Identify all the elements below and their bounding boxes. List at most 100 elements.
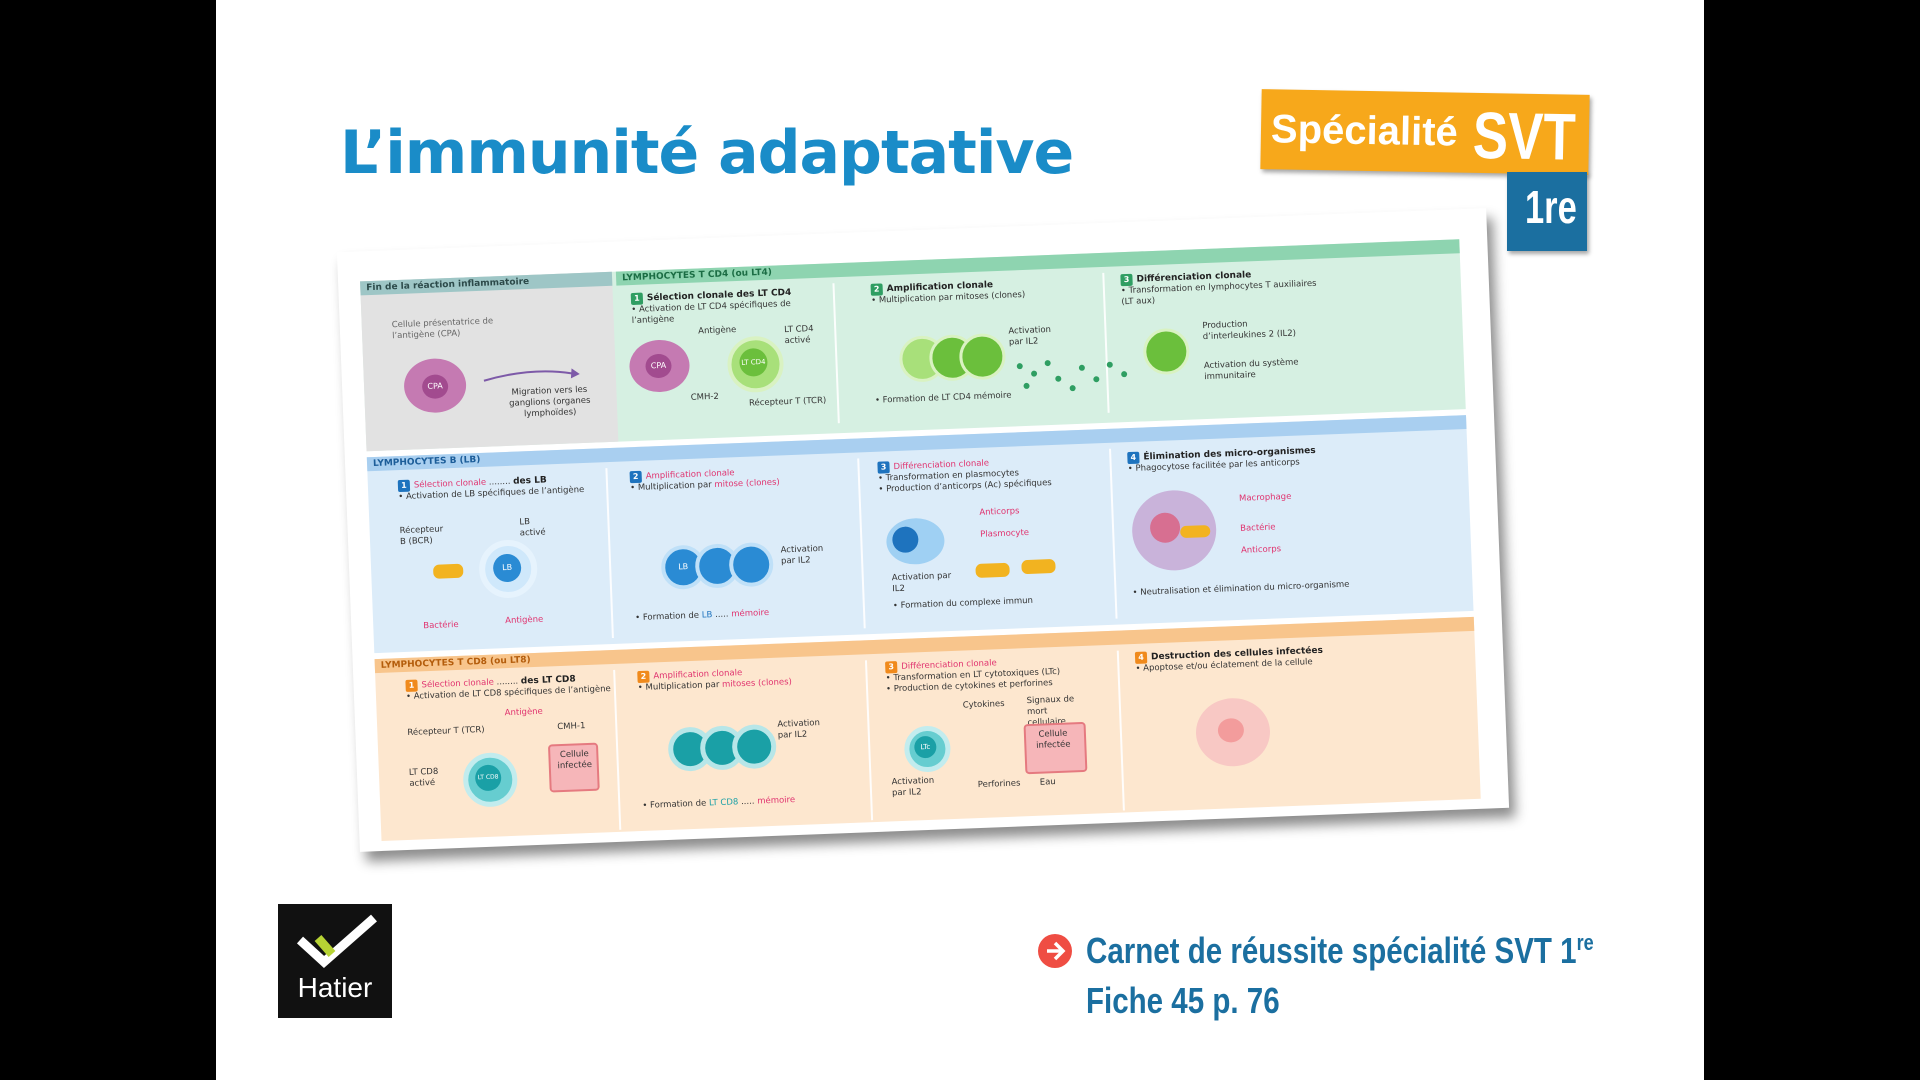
migration-arrow-icon xyxy=(483,368,580,382)
t8-step2-number: 2 xyxy=(637,670,650,684)
t8-step2-text: • Multiplication par xyxy=(637,679,720,694)
t8-activation-label: Activation par IL2 xyxy=(777,718,821,741)
lt-aux-cell xyxy=(1142,327,1191,376)
t8-memoire-lt: LT CD8 xyxy=(708,797,739,809)
ref-line1: Carnet de réussite spécialité SVT 1re xyxy=(1086,930,1594,972)
t8-tcr-label: Récepteur T (TCR) xyxy=(407,724,485,738)
poster-content: Fin de la réaction inflammatoire Cellule… xyxy=(360,239,1481,842)
panel-inflammation: Fin de la réaction inflammatoire Cellule… xyxy=(360,271,619,452)
t8-cytokines-label: Cytokines xyxy=(962,699,1005,711)
page-title: L’immunité adaptative xyxy=(340,118,1074,188)
t8-step1-suffix: des LT CD8 xyxy=(520,674,576,687)
b-step3-number: 3 xyxy=(877,461,890,474)
b4-bacterie-label: Bactérie xyxy=(1239,522,1276,534)
t8-infectee-2-label: Cellule infectée xyxy=(1035,728,1071,751)
b-anticorps-label: Anticorps xyxy=(979,506,1020,518)
b-step2-number: 2 xyxy=(629,470,642,484)
b-activation-label: Activation par IL2 xyxy=(780,543,824,567)
cpa-label: Cellule présentatrice de l’antigène (CPA… xyxy=(391,316,494,342)
ref-sup: re xyxy=(1576,930,1594,955)
checkmark-icon xyxy=(296,914,377,969)
inflammation-header: Fin de la réaction inflammatoire xyxy=(360,271,613,296)
t4-memoire-label: • Formation de LT CD4 mémoire xyxy=(874,390,1012,406)
t4-production-label: Production d’interleukines 2 (IL2) xyxy=(1202,319,1297,343)
t8-step3-number: 3 xyxy=(885,661,898,674)
hatier-logo: Hatier xyxy=(278,904,392,1018)
b-bacterie-shape xyxy=(1180,524,1211,539)
bcr-label: Récepteur B (BCR) xyxy=(399,524,444,548)
poster: Fin de la réaction inflammatoire Cellule… xyxy=(336,208,1510,852)
b-step4-number: 4 xyxy=(1127,451,1140,465)
t4-antigene-label: Antigène xyxy=(698,325,737,337)
t4-lt-active-label: LT CD4 activé xyxy=(784,324,814,347)
t8-eau-label: Eau xyxy=(1039,777,1056,788)
b-plasmocyte-label: Plasmocyte xyxy=(980,527,1030,540)
lb-active-label: LB activé xyxy=(519,517,546,539)
t4-cmh-label: CMH-2 xyxy=(690,391,720,403)
t4-step2-number: 2 xyxy=(870,283,883,296)
b-step2-text: • Multiplication par xyxy=(629,480,712,494)
b-memoire-label: mémoire xyxy=(731,607,770,620)
b-step1-number: 1 xyxy=(397,479,411,493)
t8-cmh-label: CMH-1 xyxy=(557,721,586,733)
separator xyxy=(855,458,866,629)
macrophage-label: Macrophage xyxy=(1238,491,1292,504)
b-step2-mitose: mitose (clones) xyxy=(714,477,780,490)
b4-neutral-label: • Neutralisation et élimination du micro… xyxy=(1132,579,1350,598)
poster-wrapper: Fin de la réaction inflammatoire Cellule… xyxy=(336,208,1510,852)
arrow-right-icon xyxy=(1038,934,1072,968)
t8-perforines-label: Perforines xyxy=(977,778,1021,791)
separator xyxy=(1114,650,1125,811)
t4-activation-system-label: Activation du système immunitaire xyxy=(1203,357,1299,383)
b-step1-suffix: des LB xyxy=(512,475,547,487)
separator xyxy=(603,468,614,639)
t4-step3-number: 3 xyxy=(1120,273,1133,287)
separator xyxy=(611,669,622,830)
row-lt-cd4: Fin de la réaction inflammatoire Cellule… xyxy=(360,239,1466,452)
t4-clone-3 xyxy=(958,332,1007,381)
ref-book: Carnet de réussite spécialité SVT 1 xyxy=(1086,930,1577,971)
badge-specialite: Spécialité xyxy=(1270,107,1459,155)
ref-line2: Fiche 45 p. 76 xyxy=(1086,980,1280,1021)
badge-level: 1re xyxy=(1525,181,1577,233)
specialite-badge: Spécialité SVT 1re xyxy=(1260,89,1591,252)
lb-clone-3 xyxy=(728,541,775,588)
t8-il2-label: Activation par IL2 xyxy=(891,775,935,799)
b-memoire-pre: • Formation de xyxy=(634,610,700,624)
logo-text: Hatier xyxy=(297,972,373,1003)
complexe-immun-2 xyxy=(1021,558,1056,575)
b-il2-label: Activation par IL2 xyxy=(891,570,952,595)
t4-tcr-label: Récepteur T (TCR) xyxy=(748,395,827,409)
t8-step1-number: 1 xyxy=(405,679,418,692)
t8-infectee-label: Cellule infectée xyxy=(557,748,593,772)
b-memoire: • Formation de LB ..... mémoire xyxy=(634,607,770,624)
badge-orange-band: Spécialité SVT xyxy=(1260,89,1590,175)
complexe-immun-1 xyxy=(975,562,1010,579)
t8-antigene-label: Antigène xyxy=(504,706,544,719)
b-antigene-label: Antigène xyxy=(504,614,544,627)
lt-cd8-clone-3 xyxy=(731,723,778,770)
separator xyxy=(1107,448,1118,619)
t8-step4-number: 4 xyxy=(1134,651,1148,664)
separator xyxy=(862,660,874,821)
b4-anticorps-label: Anticorps xyxy=(1240,544,1282,556)
t8-memoire-pre: • Formation de xyxy=(642,798,707,811)
t8-memoire: • Formation de LT CD8 ..... mémoire xyxy=(642,795,796,811)
t8-memoire-label: mémoire xyxy=(757,795,796,807)
t8-lt-label: LT CD8 activé xyxy=(408,766,439,789)
badge-level-box: 1re xyxy=(1507,172,1587,251)
b-bacterie-label: Bactérie xyxy=(423,619,459,632)
t4-activation-label: Activation par IL2 xyxy=(1008,324,1052,348)
t4-step1-number: 1 xyxy=(630,292,644,306)
